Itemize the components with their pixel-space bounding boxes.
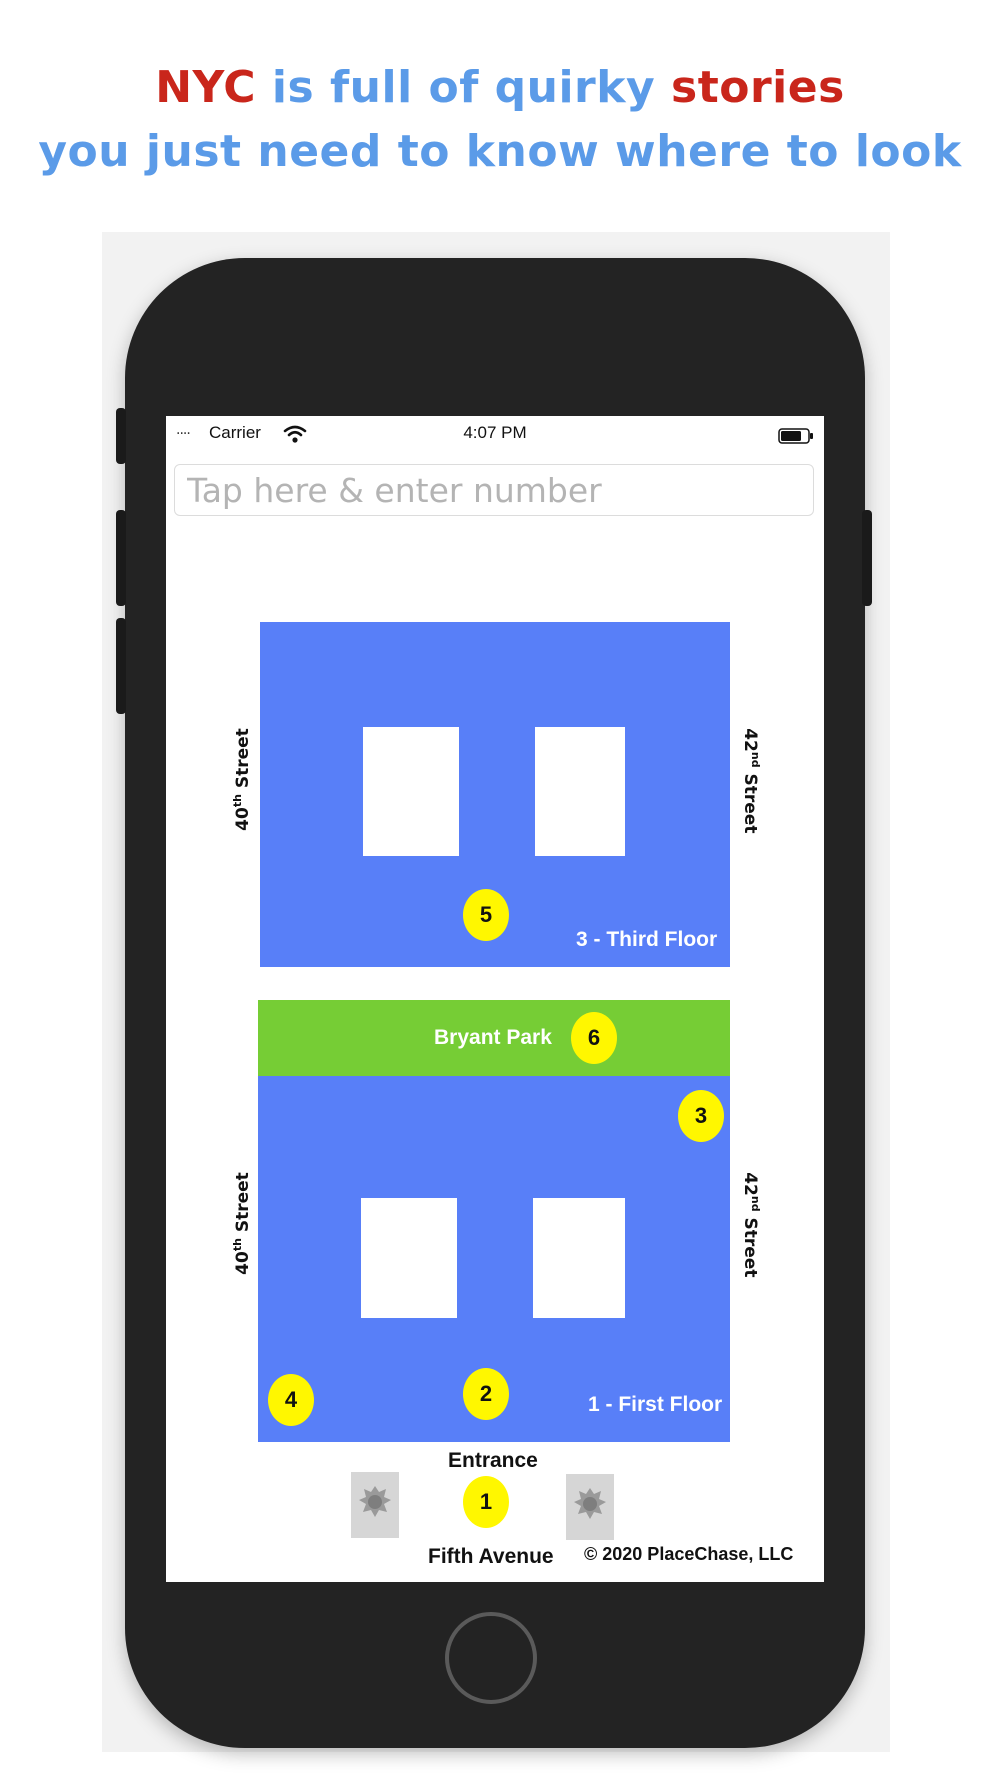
- street-name: Street: [232, 728, 253, 795]
- headline-line-2: you just need to know where to look: [38, 126, 962, 177]
- street-number: 42: [740, 1172, 761, 1196]
- street-suffix: nd: [748, 1195, 762, 1212]
- mute-switch: [116, 408, 126, 464]
- home-button[interactable]: [445, 1612, 537, 1704]
- first-floor-label: 1 - First Floor: [588, 1393, 723, 1416]
- bryant-park-strip: [258, 1000, 730, 1076]
- street-name: Street: [740, 1211, 761, 1278]
- first-floor-window-right: [533, 1198, 625, 1318]
- street-number: 40: [232, 807, 253, 831]
- wifi-icon: [283, 425, 307, 443]
- app-screen: .... Carrier 4:07 PM 3 - Third Floor 5 4…: [166, 416, 824, 1582]
- lion-head-icon: [359, 1486, 391, 1517]
- entrance-label: Entrance: [448, 1449, 538, 1472]
- street-number: 40: [232, 1251, 253, 1275]
- volume-down-button: [116, 618, 126, 714]
- power-button: [862, 510, 872, 606]
- street-suffix: th: [231, 1238, 245, 1252]
- map-marker-2[interactable]: 2: [463, 1368, 509, 1420]
- map-marker-4[interactable]: 4: [268, 1374, 314, 1426]
- headline-middle: is full of quirky: [256, 62, 672, 113]
- third-floor-window-right: [535, 727, 625, 856]
- headline-nyc: NYC: [155, 62, 257, 113]
- street-number: 42: [740, 728, 761, 752]
- carrier-label: Carrier: [209, 423, 261, 442]
- lion-statue-left-icon: [351, 1472, 399, 1538]
- lion-head-icon: [574, 1488, 606, 1519]
- street-name: Street: [232, 1172, 253, 1239]
- headline-line-1: NYC is full of quirky stories: [0, 62, 1000, 113]
- first-floor-window-left: [361, 1198, 457, 1318]
- first-floor-street-right: 42nd Street: [740, 1170, 762, 1280]
- lion-statue-right-icon: [566, 1474, 614, 1540]
- map-marker-6[interactable]: 6: [571, 1012, 617, 1064]
- street-suffix: th: [231, 794, 245, 808]
- battery-icon: [778, 428, 813, 444]
- street-suffix: nd: [748, 751, 762, 768]
- number-search-input[interactable]: [174, 464, 814, 516]
- street-name: Street: [740, 767, 761, 834]
- third-floor-street-left: 40th Street: [231, 728, 253, 831]
- third-floor-street-right: 42nd Street: [740, 726, 762, 836]
- fifth-avenue-label: Fifth Avenue: [428, 1545, 554, 1568]
- volume-up-button: [116, 510, 126, 606]
- third-floor-label: 3 - Third Floor: [576, 928, 718, 951]
- map-marker-5[interactable]: 5: [463, 889, 509, 941]
- signal-icon: ....: [176, 422, 191, 438]
- copyright-label: © 2020 PlaceChase, LLC: [584, 1544, 794, 1564]
- status-time: 4:07 PM: [463, 423, 527, 442]
- bryant-park-label: Bryant Park: [434, 1026, 552, 1049]
- status-bar: .... Carrier 4:07 PM: [166, 416, 824, 452]
- first-floor-street-left: 40th Street: [231, 1172, 253, 1275]
- map-marker-3[interactable]: 3: [678, 1090, 724, 1142]
- third-floor-window-left: [363, 727, 459, 856]
- map-marker-1[interactable]: 1: [463, 1476, 509, 1528]
- headline-stories: stories: [671, 62, 845, 113]
